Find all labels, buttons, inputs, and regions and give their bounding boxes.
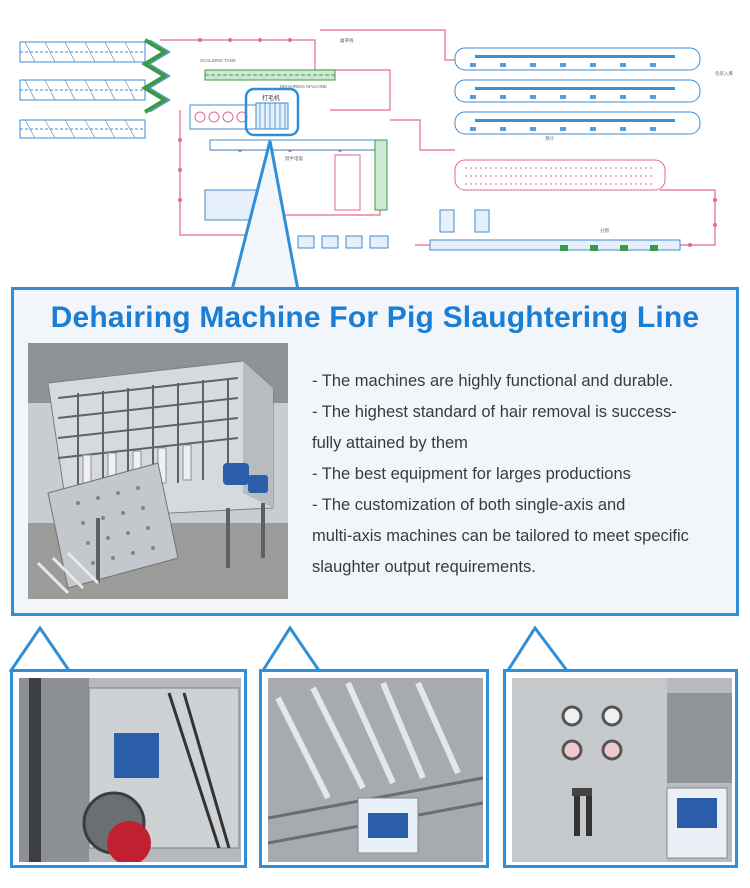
svg-text:分割: 分割 xyxy=(600,227,609,234)
feature-line: - The customization of both single-axis … xyxy=(312,496,626,514)
motor-pulley-photo xyxy=(19,678,241,862)
svg-text:打毛机: 打毛机 xyxy=(262,94,280,102)
feature-line: multi-axis machines can be tailored to m… xyxy=(312,527,689,545)
svg-text:SCALDING TANK: SCALDING TANK xyxy=(200,58,236,63)
feature-line: - The highest standard of hair removal i… xyxy=(312,403,677,421)
detail-callout-pointers xyxy=(8,625,570,673)
scraper-paddles-photo xyxy=(268,678,483,862)
svg-text:屠宰线: 屠宰线 xyxy=(340,37,354,44)
dehairing-machine-photo xyxy=(28,343,288,599)
control-panel-photo xyxy=(512,678,732,862)
detail-photo-paddles xyxy=(259,669,489,868)
svg-text:DEHAIRING MACHINE: DEHAIRING MACHINE xyxy=(280,84,327,89)
feature-list: - The machines are highly functional and… xyxy=(312,366,732,583)
dehairing-machine-highlight xyxy=(244,87,300,137)
detail-photo-motor xyxy=(10,669,247,868)
product-info-panel: Dehairing Machine For Pig Slaughtering L… xyxy=(11,287,739,616)
feature-line: - The best equipment for larges producti… xyxy=(312,465,631,483)
detail-photo-control xyxy=(503,669,738,868)
svg-text:劈半电锯: 劈半电锯 xyxy=(285,155,303,162)
feature-line: fully attained by them xyxy=(312,434,468,452)
page-title: Dehairing Machine For Pig Slaughtering L… xyxy=(50,301,700,334)
svg-text:预冷: 预冷 xyxy=(545,135,554,142)
slaughter-line-layout-diagram: 打毛机 DEHAIRING MACHINE 屠宰线 SCALDING TANK … xyxy=(0,0,750,272)
svg-text:包装入库: 包装入库 xyxy=(715,70,733,77)
feature-line: slaughter output requirements. xyxy=(312,558,536,576)
feature-line: - The machines are highly functional and… xyxy=(312,372,674,390)
